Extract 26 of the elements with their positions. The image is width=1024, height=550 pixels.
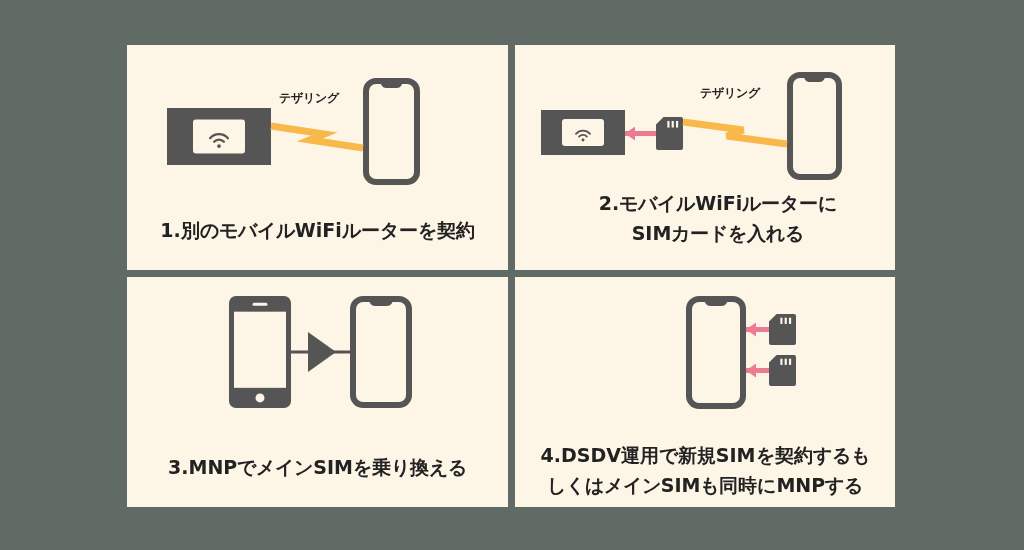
- sim-card-icon: [656, 117, 683, 150]
- caption-text: 3.MNPでメインSIMを乗り換える: [167, 455, 468, 480]
- smartphone-icon: [787, 72, 842, 180]
- arrow: [625, 126, 656, 141]
- smartphone-icon: [363, 78, 420, 185]
- edge-label: テザリング: [279, 90, 339, 107]
- edge-label: テザリング: [700, 85, 760, 102]
- arrow: [746, 363, 769, 378]
- panel-card: [515, 45, 895, 270]
- caption-text: 4.DSDV運用で新規SIMを契約するもしくはメインSIMも同時にMNPする: [539, 443, 871, 498]
- triangle-arrow: [291, 332, 350, 372]
- smartphone-icon: [229, 296, 291, 408]
- caption-text: 1.別のモバイルWiFiルーターを契約: [159, 218, 476, 243]
- sim-card-icon: [769, 314, 796, 345]
- panel-card: [127, 45, 508, 270]
- caption-text: 2.モバイルWiFiルーターにSIMカードを入れる: [598, 191, 838, 246]
- arrow: [746, 322, 769, 337]
- smartphone-icon: [686, 296, 746, 409]
- router-icon: [167, 108, 271, 165]
- lightning-connector: [682, 118, 788, 148]
- smartphone-icon: [350, 296, 412, 408]
- lightning-connector: [270, 122, 364, 152]
- sim-card-icon: [769, 355, 796, 386]
- panel-card: [515, 277, 895, 507]
- panel-card: [127, 277, 508, 507]
- router-icon: [541, 110, 625, 155]
